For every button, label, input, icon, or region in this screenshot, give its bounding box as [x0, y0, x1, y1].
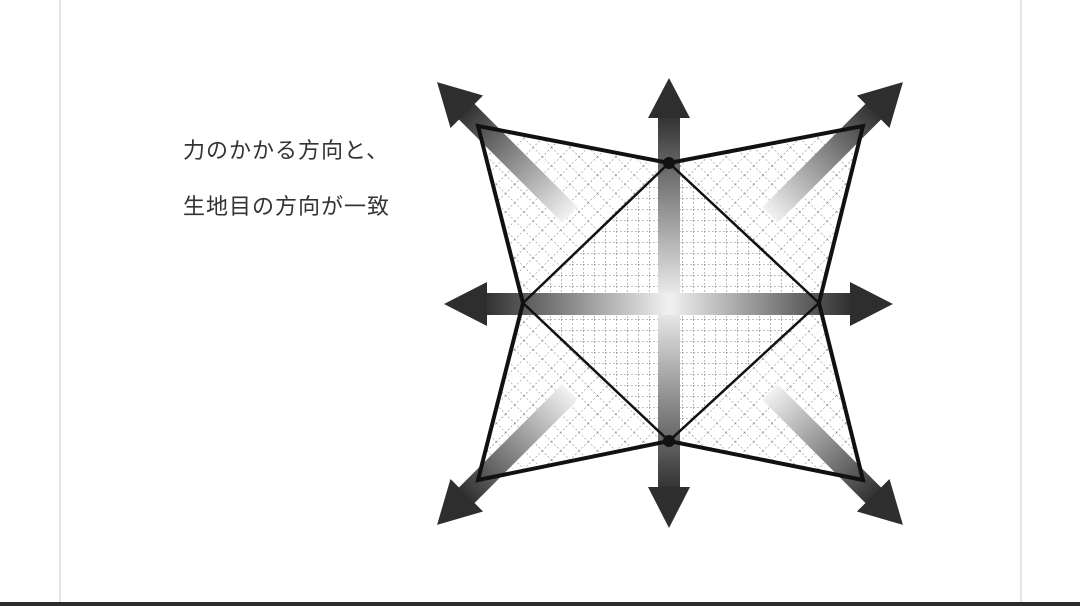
- vertical-arrow: [648, 78, 690, 528]
- diagonal-arrow-down-right: [762, 384, 903, 525]
- caption-line-2: 生地目の方向が一致: [183, 195, 391, 220]
- diagonal-arrow-up-right: [762, 82, 903, 223]
- bottom-bar: [0, 602, 1080, 606]
- frame-line-left: [59, 0, 61, 606]
- diagonal-arrow-up-left: [437, 82, 578, 223]
- bottom-point: [663, 435, 675, 447]
- diagonal-arrow-down-left: [437, 384, 578, 525]
- caption-line-1: 力のかかる方向と、: [183, 139, 390, 164]
- top-point: [663, 157, 675, 169]
- frame-line-right: [1020, 0, 1022, 606]
- caption: 力のかかる方向と、 生地目の方向が一致: [183, 124, 390, 236]
